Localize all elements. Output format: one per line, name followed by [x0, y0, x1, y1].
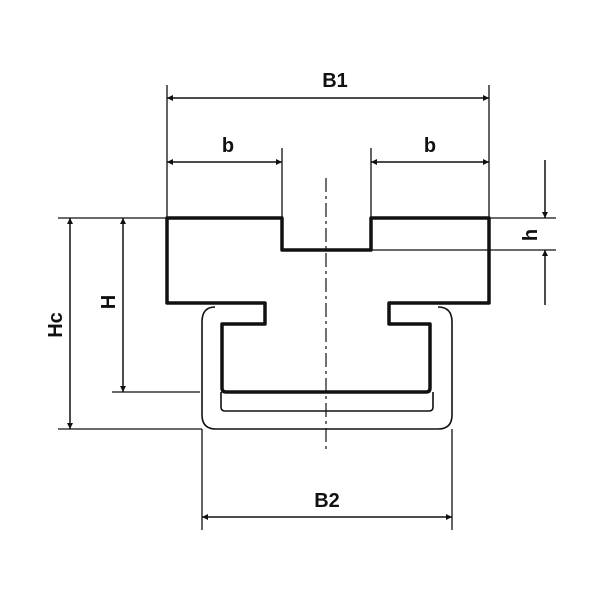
channel-outer [201, 306, 453, 430]
profile-outline [165, 216, 491, 394]
label-Hc: Hc [45, 312, 67, 338]
label-B1: B1 [322, 70, 348, 92]
label-h: h [520, 229, 542, 241]
extension-lines [58, 85, 556, 530]
label-B2: B2 [314, 490, 340, 512]
channel-inner [220, 392, 434, 412]
label-b-left: b [222, 135, 234, 157]
label-H: H [98, 295, 120, 309]
label-b-right: b [424, 135, 436, 157]
